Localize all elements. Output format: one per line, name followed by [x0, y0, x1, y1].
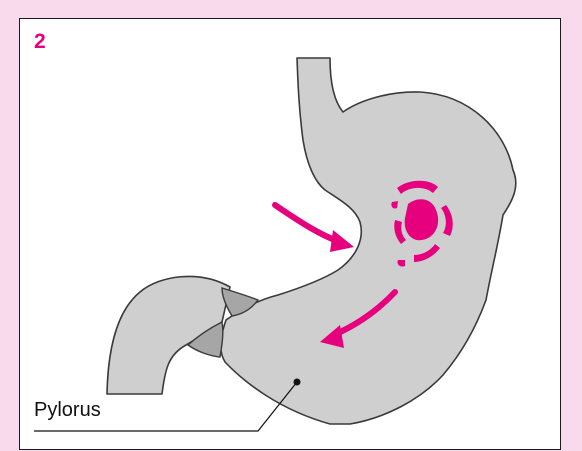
arrowhead-icon: [330, 230, 354, 252]
stomach-body: [221, 58, 516, 424]
pylorus-label: Pylorus: [34, 400, 101, 420]
curved-arrow-icon: [275, 205, 340, 242]
